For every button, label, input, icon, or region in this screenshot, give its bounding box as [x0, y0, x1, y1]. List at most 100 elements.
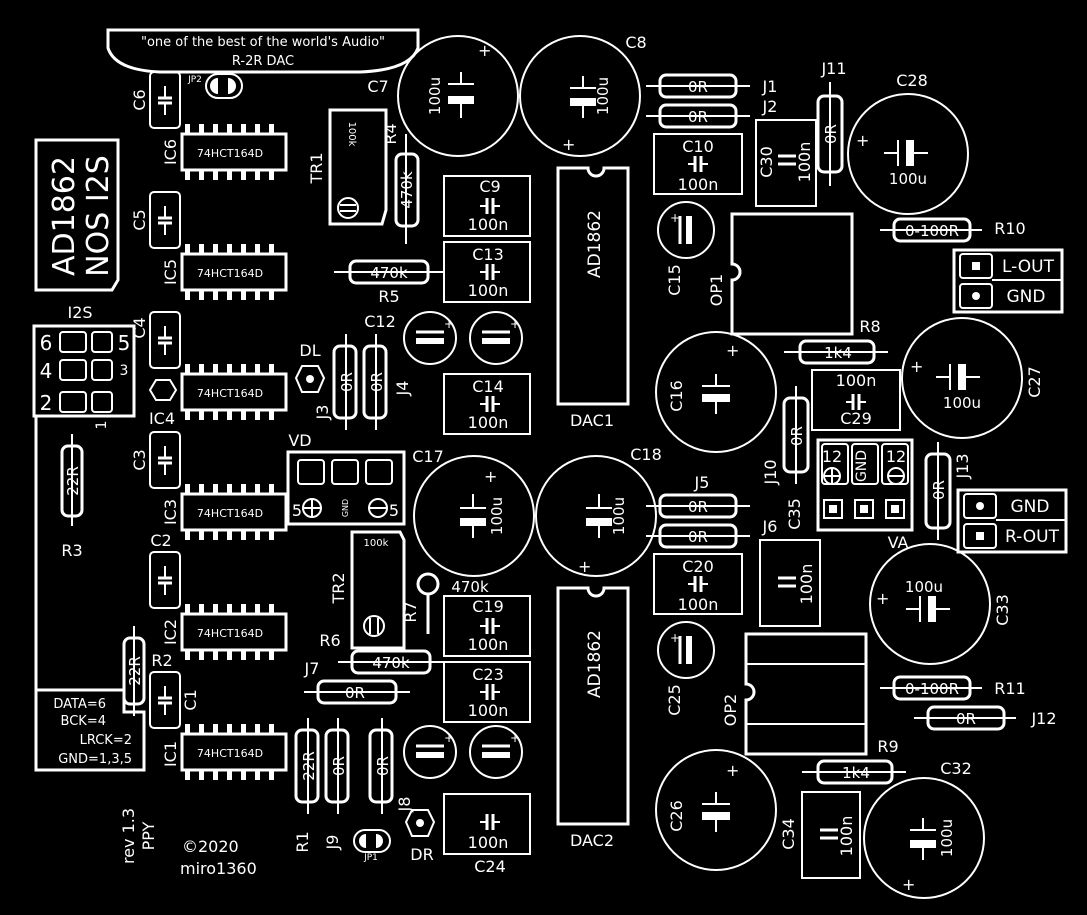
resistor-r2: 22R R2: [122, 626, 173, 716]
svg-text:100u: 100u: [426, 77, 444, 115]
svg-text:C23: C23: [472, 665, 504, 684]
jumper-j9: 0R J9: [323, 718, 350, 851]
svg-text:74HCT164D: 74HCT164D: [197, 627, 263, 640]
trimmer-tr1[interactable]: 100k TR1: [307, 108, 388, 226]
jumper-jp2[interactable]: JP2: [187, 73, 243, 99]
svg-text:12: 12: [822, 447, 842, 466]
svg-text:0R: 0R: [688, 528, 708, 546]
dac2-chip: AD1862 DAC2: [556, 586, 630, 850]
svg-text:100u: 100u: [938, 819, 956, 857]
svg-text:GND: GND: [1007, 287, 1046, 307]
svg-text:100n: 100n: [797, 564, 816, 605]
svg-text:DL: DL: [299, 341, 320, 360]
svg-text:100n: 100n: [678, 595, 719, 614]
svg-text:C15: C15: [665, 264, 684, 296]
svg-text:C34: C34: [779, 818, 798, 850]
connector-l-out[interactable]: L-OUT GND: [952, 248, 1064, 314]
jumper-jp1[interactable]: JP1: [353, 829, 391, 863]
resistor-r6: 470k R6: [319, 631, 444, 675]
svg-text:+: +: [902, 875, 915, 894]
svg-text:C29: C29: [840, 409, 872, 428]
svg-text:J3: J3: [313, 405, 332, 421]
svg-text:100k: 100k: [346, 122, 357, 147]
svg-text:100u: 100u: [594, 77, 612, 115]
connector-r-out[interactable]: GND R-OUT: [956, 488, 1068, 554]
jumper-j5: J5 0R: [646, 473, 750, 519]
svg-text:100n: 100n: [468, 281, 509, 300]
svg-text:JP2: JP2: [187, 75, 202, 85]
svg-text:J10: J10: [761, 459, 780, 485]
svg-text:+: +: [562, 135, 575, 154]
svg-text:12: 12: [886, 447, 906, 466]
svg-text:22R: 22R: [126, 656, 144, 686]
svg-text:R11: R11: [994, 679, 1025, 698]
capacitor-c7: C7 + 100u: [367, 35, 519, 157]
jumper-j13: 0R J13: [924, 442, 972, 540]
jumper-j6: 0R J6: [646, 517, 778, 549]
svg-text:DAC2: DAC2: [570, 831, 614, 850]
svg-text:J2: J2: [762, 97, 778, 116]
capacitor-c8: C8 + 100u: [519, 33, 647, 157]
resistor-r10: 0-100R R10: [880, 217, 1026, 243]
svg-text:74HCT164D: 74HCT164D: [197, 387, 263, 400]
svg-text:1: 1: [94, 421, 110, 430]
op1-chip: OP1: [707, 212, 854, 336]
svg-text:+: +: [510, 731, 520, 745]
capacitor-c26: + C26: [655, 749, 777, 871]
svg-text:JP1: JP1: [363, 853, 378, 863]
svg-text:74HCT164D: 74HCT164D: [197, 267, 263, 280]
capacitor-c13: C13 100n: [443, 241, 531, 303]
capacitor-c4: C4: [130, 310, 182, 370]
svg-text:+: +: [444, 731, 454, 745]
i2s-header[interactable]: I2S 6 5 4 3 2 1: [32, 303, 136, 430]
svg-text:J1: J1: [762, 77, 778, 96]
svg-text:+: +: [510, 317, 520, 331]
capacitor-c17: C17 + 100u: [412, 447, 535, 577]
svg-text:0R: 0R: [822, 124, 840, 144]
jumper-j12: 0R J12: [914, 705, 1057, 731]
capacitor-c29: 100n C29: [811, 369, 901, 431]
svg-text:DATA=6: DATA=6: [53, 697, 106, 712]
svg-text:R9: R9: [877, 737, 898, 756]
svg-text:74HCT164D: 74HCT164D: [197, 507, 263, 520]
svg-text:J6: J6: [762, 517, 778, 536]
capacitor-c5: C5: [130, 190, 182, 250]
svg-text:0R: 0R: [345, 684, 365, 702]
svg-text:C24: C24: [474, 857, 506, 876]
capacitor-c2: C2: [148, 531, 182, 610]
ic6: 74HCT164D IC6: [161, 122, 288, 182]
svg-text:+: +: [670, 211, 680, 225]
svg-text:J9: J9: [323, 835, 342, 851]
svg-text:OP2: OP2: [721, 694, 740, 726]
jumper-j2: 0R J2: [646, 97, 778, 129]
dac1-chip: AD1862 DAC1: [556, 166, 630, 430]
capacitor-c27: + 100u C27: [901, 317, 1044, 439]
jumper-j8: 0R J8: [368, 718, 414, 814]
capacitor-pair-bottom: + +: [403, 725, 523, 779]
capacitor-c32: C32 + 100u: [863, 759, 985, 899]
svg-text:IC3: IC3: [161, 499, 180, 525]
svg-text:C17: C17: [412, 447, 444, 466]
svg-text:+: +: [876, 589, 889, 608]
svg-text:TR1: TR1: [307, 152, 326, 184]
svg-text:DR: DR: [410, 845, 433, 864]
svg-text:J12: J12: [1030, 709, 1056, 728]
resistor-r9: R9 1k4: [802, 737, 906, 785]
svg-text:0R: 0R: [368, 372, 386, 392]
svg-text:6: 6: [40, 331, 53, 355]
svg-text:R7: R7: [401, 601, 420, 622]
svg-text:C10: C10: [682, 137, 714, 156]
svg-text:C1: C1: [181, 689, 200, 710]
svg-text:5: 5: [389, 501, 399, 520]
svg-text:22R: 22R: [300, 751, 318, 781]
svg-text:C3: C3: [130, 449, 149, 470]
svg-text:AD1862: AD1862: [585, 630, 605, 698]
svg-text:IC4: IC4: [149, 409, 175, 428]
capacitor-c34: 100n C34: [779, 791, 861, 879]
trimmer-tr2[interactable]: 100k TR2: [329, 530, 406, 650]
svg-text:R6: R6: [319, 631, 340, 650]
capacitor-c6: C6: [130, 70, 182, 130]
capacitor-100n-vertical: 100n: [759, 539, 821, 627]
svg-text:100k: 100k: [364, 538, 389, 549]
